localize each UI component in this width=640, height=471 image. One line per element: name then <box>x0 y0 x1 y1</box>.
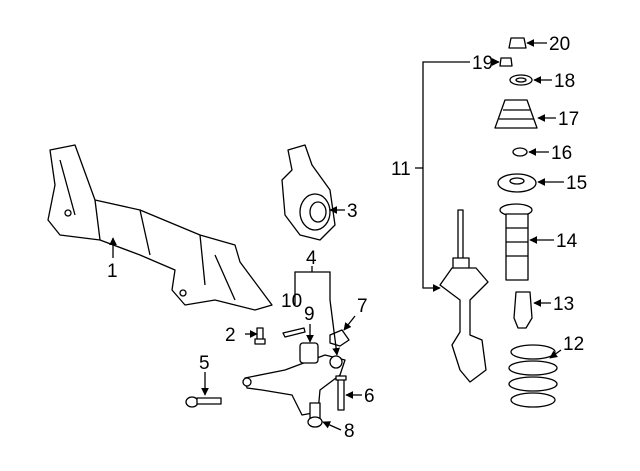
spring-seat-17-part <box>494 99 538 129</box>
bolt-5-part <box>185 396 222 408</box>
strut-part <box>439 209 489 383</box>
coil-spring-12-part <box>508 344 558 408</box>
mount-15-part <box>497 173 537 193</box>
callout-10: 10 <box>281 291 302 312</box>
washer-16-part <box>512 147 528 157</box>
boot-14-part <box>499 203 533 281</box>
callout-1: 1 <box>107 261 118 282</box>
callout-18: 18 <box>554 71 575 92</box>
crossmember-part <box>47 144 273 311</box>
leader-lines <box>109 39 564 431</box>
callout-2: 2 <box>225 325 236 346</box>
nut-19-part <box>499 57 513 67</box>
callout-20: 20 <box>549 34 570 55</box>
lower-control-arm-part <box>242 354 346 416</box>
callout-13: 13 <box>553 294 574 315</box>
callout-12: 12 <box>563 334 584 355</box>
steering-knuckle-part <box>281 144 336 241</box>
callout-5: 5 <box>199 353 210 374</box>
callout-14: 14 <box>556 231 578 252</box>
bolt-2-part <box>254 327 266 345</box>
ball-joint-part <box>307 402 323 428</box>
callout-8: 8 <box>344 421 355 442</box>
callout-9: 9 <box>304 304 315 325</box>
callout-4: 4 <box>306 248 317 269</box>
callout-11: 11 <box>391 159 411 180</box>
bolt-6-part <box>335 375 347 411</box>
callout-19: 19 <box>472 53 493 74</box>
callout-17: 17 <box>558 109 579 130</box>
callout-15: 15 <box>566 173 587 194</box>
callout-6: 6 <box>364 386 375 407</box>
bushing-9-part <box>299 342 319 364</box>
callout-16: 16 <box>551 143 572 164</box>
bump-stop-13-part <box>513 291 533 329</box>
bolt-10-part <box>282 327 306 338</box>
callout-3: 3 <box>347 201 358 222</box>
bushing-7-part <box>329 329 350 347</box>
washer-18-part <box>509 74 533 86</box>
callout-7: 7 <box>357 296 368 317</box>
cap-20-part <box>508 37 527 49</box>
